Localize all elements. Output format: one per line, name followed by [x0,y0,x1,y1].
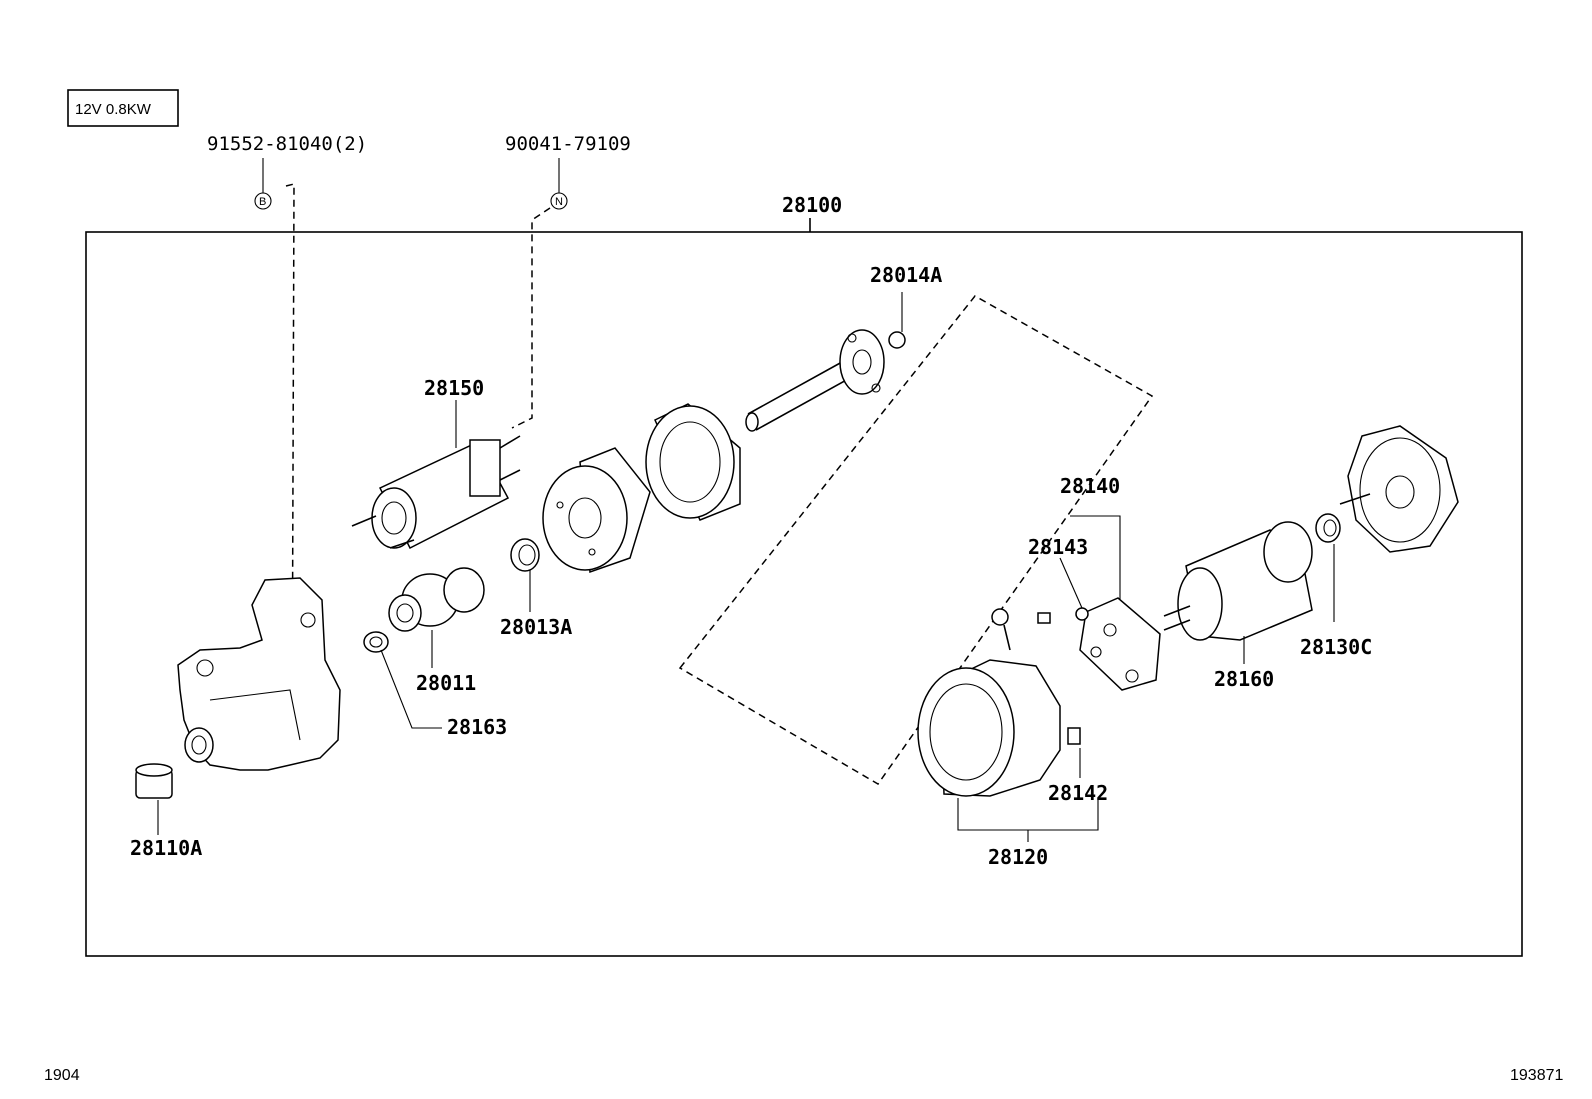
label-28143[interactable]: 28143 [1028,535,1088,559]
label-28140[interactable]: 28140 [1060,474,1120,498]
label-28014A[interactable]: 28014A [870,263,942,287]
label-28120[interactable]: 28120 [988,845,1048,869]
gear-housing-drawing [542,447,651,574]
bolt-marker-letter: B [259,196,266,208]
label-28142[interactable]: 28142 [1048,781,1108,805]
brush-holder-drawing [1075,597,1161,691]
label-nut-part-no[interactable]: 90041-79109 [505,133,631,155]
planetary-shaft-drawing [745,329,885,432]
solenoid-drawing [351,435,521,550]
nut-marker-letter: N [555,196,563,208]
bolt-marker-circle [254,192,272,210]
label-28163[interactable]: 28163 [447,715,507,739]
spec-box-text: 12V 0.8KW [75,101,152,118]
label-28150[interactable]: 28150 [424,376,484,400]
assembly-frame [85,231,1523,957]
bushing-drawing [510,538,540,572]
label-28013A[interactable]: 28013A [500,615,572,639]
yoke-drawing [917,608,1081,797]
spec-box: 12V 0.8KW [67,89,179,127]
end-frame-drawing [1339,425,1459,553]
footer-right-code: 193871 [1510,1067,1563,1084]
label-28100[interactable]: 28100 [782,193,842,217]
label-28110A[interactable]: 28110A [130,836,202,860]
label-28011[interactable]: 28011 [416,671,476,695]
shaft-cap-drawing [888,331,906,349]
label-bolt-part-no[interactable]: 91552-81040(2) [207,133,367,155]
subassembly-dashed-outline [678,295,1154,785]
armature-drawing [1163,521,1313,641]
ring-gear-drawing [645,403,741,521]
front-housing-drawing [135,577,341,799]
nut-marker-circle [550,192,568,210]
bearing-drawing [1315,513,1341,543]
footer-left-code: 1904 [44,1067,80,1084]
pinion-drawing [363,567,485,653]
label-28160[interactable]: 28160 [1214,667,1274,691]
label-28130C[interactable]: 28130C [1300,635,1372,659]
